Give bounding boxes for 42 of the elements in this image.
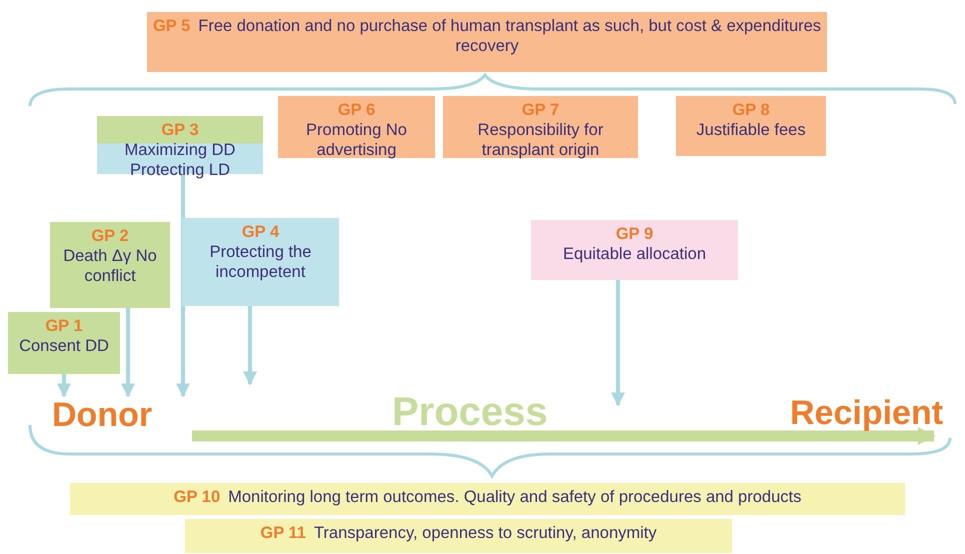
- stage-label: Donor: [52, 396, 192, 434]
- principle-text: Consent DD: [18, 336, 110, 356]
- principle-number: GP 5: [152, 17, 190, 35]
- stage-label: Process: [392, 392, 582, 432]
- principle-box: [185, 519, 732, 553]
- principle-number: GP 4: [240, 222, 280, 242]
- principle-number: GP 10: [174, 488, 220, 506]
- principle-text: Maximizing DD: [124, 140, 236, 160]
- principle-number: GP 1: [44, 316, 84, 336]
- principle-text: Monitoring long term outcomes. Quality and safety of procedures and products: [228, 488, 802, 506]
- principle-box: [182, 218, 339, 306]
- principle-text: Justifiable fees: [695, 120, 807, 140]
- principle-box: [147, 12, 827, 72]
- arrow: [611, 280, 625, 406]
- principle-box: [278, 96, 435, 158]
- principle-number: GP 2: [90, 226, 130, 246]
- principle-box: [531, 220, 738, 280]
- principle-number: GP 11: [260, 524, 306, 542]
- principle-box: [676, 96, 826, 156]
- principle-number: GP 7: [520, 100, 560, 120]
- arrow: [57, 374, 71, 398]
- principle-text: Transparency, openness to scrutiny, anonymity: [314, 524, 657, 542]
- principle-box: [443, 96, 638, 158]
- principle-box: [50, 222, 170, 308]
- principle-text: Free donation and no purchase of human transplant as such, but cost & expenditures recovery: [198, 17, 822, 55]
- principle-box: [8, 312, 120, 374]
- principle-text: Responsibility for transplant origin: [476, 120, 604, 160]
- principle-number: GP 3: [160, 120, 200, 140]
- arrow: [121, 308, 135, 398]
- arrow: [176, 174, 190, 398]
- principle-text: Equitable allocation: [562, 244, 708, 264]
- arrow: [192, 427, 936, 445]
- principle-box: [70, 483, 905, 515]
- principle-number: GP 6: [336, 100, 376, 120]
- principle-text: Protecting the incompetent: [208, 242, 312, 282]
- principle-text: Death Δγ No conflict: [62, 246, 158, 286]
- principle-number: GP 9: [614, 224, 654, 244]
- principle-number: GP 8: [731, 100, 771, 120]
- principle-text: Protecting LD: [129, 160, 231, 180]
- arrow: [243, 306, 257, 386]
- principle-text: Promoting No advertising: [305, 120, 408, 160]
- stage-label: Recipient: [790, 394, 962, 432]
